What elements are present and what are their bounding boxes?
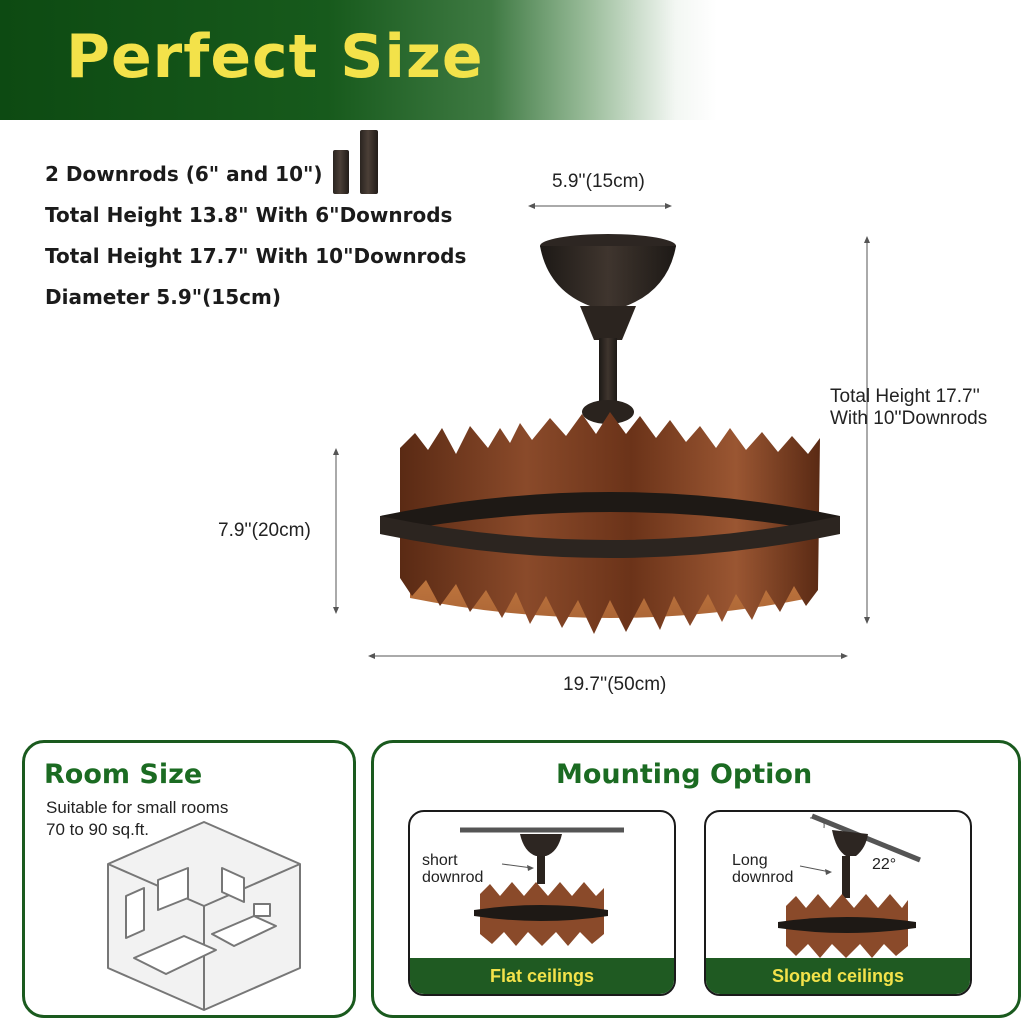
ceiling-fan-illustration	[380, 234, 840, 634]
sloped-label-line-2: downrod	[732, 869, 794, 886]
fan-width-arrow	[368, 653, 848, 659]
room-size-line-2: 70 to 90 sq.ft.	[46, 820, 150, 839]
spec-diameter: Diameter 5.9"(15cm)	[45, 285, 281, 309]
sloped-label-line-1: Long	[732, 852, 768, 869]
flat-label-line-2: downrod	[422, 869, 484, 886]
canopy-width-arrow	[528, 203, 672, 209]
total-height-label-1: Total Height 17.7''	[830, 386, 980, 407]
short-downrod-image	[333, 150, 349, 194]
total-height-label-2: With 10''Downrods	[830, 408, 988, 429]
flat-ceiling-caption: Flat ceilings	[410, 958, 674, 994]
spec-height-10: Total Height 17.7" With 10"Downrods	[45, 244, 467, 268]
sloped-ceiling-option: Long downrod 22° Sloped ceilings	[704, 810, 972, 996]
fan-width-label: 19.7''(50cm)	[563, 674, 667, 695]
sloped-ceiling-caption: Sloped ceilings	[706, 958, 970, 994]
body-height-arrow	[333, 448, 339, 614]
total-height-arrow	[864, 236, 870, 624]
spec-downrods: 2 Downrods (6" and 10")	[45, 162, 323, 186]
slope-angle-label: 22°	[872, 856, 897, 873]
room-size-line-1: Suitable for small rooms	[46, 798, 229, 817]
mounting-option-title: Mounting Option	[556, 759, 813, 790]
page-title: Perfect Size	[66, 22, 484, 92]
flat-label-line-1: short	[422, 852, 458, 869]
flat-ceiling-option: short downrod Flat ceilings	[408, 810, 676, 996]
canopy-width-label: 5.9''(15cm)	[552, 171, 645, 192]
long-downrod-image	[360, 130, 378, 194]
sloped-ceiling-fan-illustration	[778, 813, 921, 958]
flat-ceiling-fan-illustration	[460, 827, 624, 946]
room-size-description: Suitable for small rooms 70 to 90 sq.ft.	[46, 797, 228, 841]
header-banner: Perfect Size	[0, 0, 1024, 120]
spec-height-6: Total Height 13.8" With 6"Downrods	[45, 203, 453, 227]
room-illustration	[107, 821, 301, 1011]
room-size-title: Room Size	[44, 759, 203, 790]
body-height-label: 7.9''(20cm)	[218, 520, 311, 541]
